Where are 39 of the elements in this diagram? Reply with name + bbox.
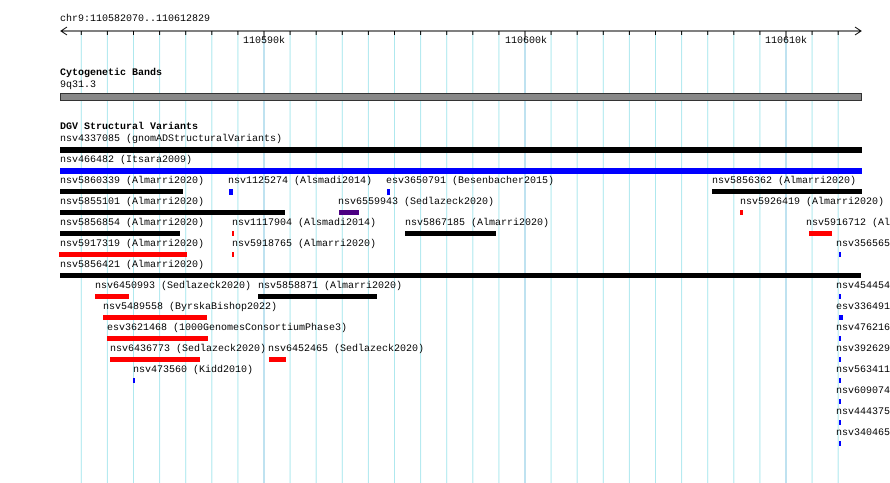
variant-label: esv336491 <box>836 302 890 314</box>
tick-label: 110600k <box>505 36 547 48</box>
variant-label: nsv5855101 (Almarri2020) <box>60 197 204 209</box>
variant-label: nsv1125274 (Alsmadi2014) <box>228 176 372 188</box>
variant-label: nsv454454 <box>836 281 890 293</box>
variant-label: nsv609074 <box>836 386 890 398</box>
variant-label: nsv392629 <box>836 344 890 356</box>
variant-label: nsv5867185 (Almarri2020) <box>405 218 550 230</box>
variant-label: nsv1117904 (Alsmadi2014) <box>232 218 376 230</box>
variant-label: nsv6559943 (Sedlazeck2020) <box>338 197 494 209</box>
variant-label: nsv5926419 (Almarri2020) <box>740 197 884 209</box>
variant-label: esv3621468 (1000GenomesConsortiumPhase3) <box>107 323 348 335</box>
variant-label: nsv5856854 (Almarri2020) <box>60 218 204 230</box>
variant-label: nsv5860339 (Almarri2020) <box>60 176 204 188</box>
variant-label: nsv6452465 (Sedlazeck2020) <box>268 344 424 356</box>
variant-label: nsv356565 <box>836 239 890 251</box>
variant-label: nsv466482 (Itsara2009) <box>60 155 192 167</box>
band-label: 9q31.3 <box>60 80 96 92</box>
variant-label: nsv5856362 (Almarri2020) <box>712 176 856 188</box>
variant-label: nsv6450993 (Sedlazeck2020) <box>95 281 252 293</box>
variant-label: nsv4337085 (gnomADStructuralVariants) <box>60 134 282 146</box>
tick-label: 110610k <box>765 36 807 48</box>
coordinate-range: chr9:110582070..110612829 <box>60 14 210 26</box>
variant-label: nsv5917319 (Almarri2020) <box>60 239 204 251</box>
variant-label: nsv444375 <box>836 407 890 419</box>
tick-label: 110590k <box>243 36 285 48</box>
variant-label: esv3650791 (Besenbacher2015) <box>386 176 554 188</box>
variant-label: nsv5916712 (Al <box>806 218 890 230</box>
variant-label: nsv5489558 (ByrskaBishop2022) <box>103 302 278 314</box>
track-title: Cytogenetic Bands <box>60 68 162 80</box>
variant-label: nsv563411 <box>836 365 890 377</box>
variant-label: nsv340465 <box>836 428 890 440</box>
variant-label: nsv6436773 (Sedlazeck2020) <box>110 344 266 356</box>
variant-label: nsv473560 (Kidd2010) <box>133 365 254 377</box>
variant-label: nsv5856421 (Almarri2020) <box>60 260 204 272</box>
variant-label: nsv476216 <box>836 323 890 335</box>
variant-label: nsv5918765 (Almarri2020) <box>232 239 376 251</box>
variant-label: nsv5858871 (Almarri2020) <box>258 281 402 293</box>
track-title: DGV Structural Variants <box>60 122 198 134</box>
